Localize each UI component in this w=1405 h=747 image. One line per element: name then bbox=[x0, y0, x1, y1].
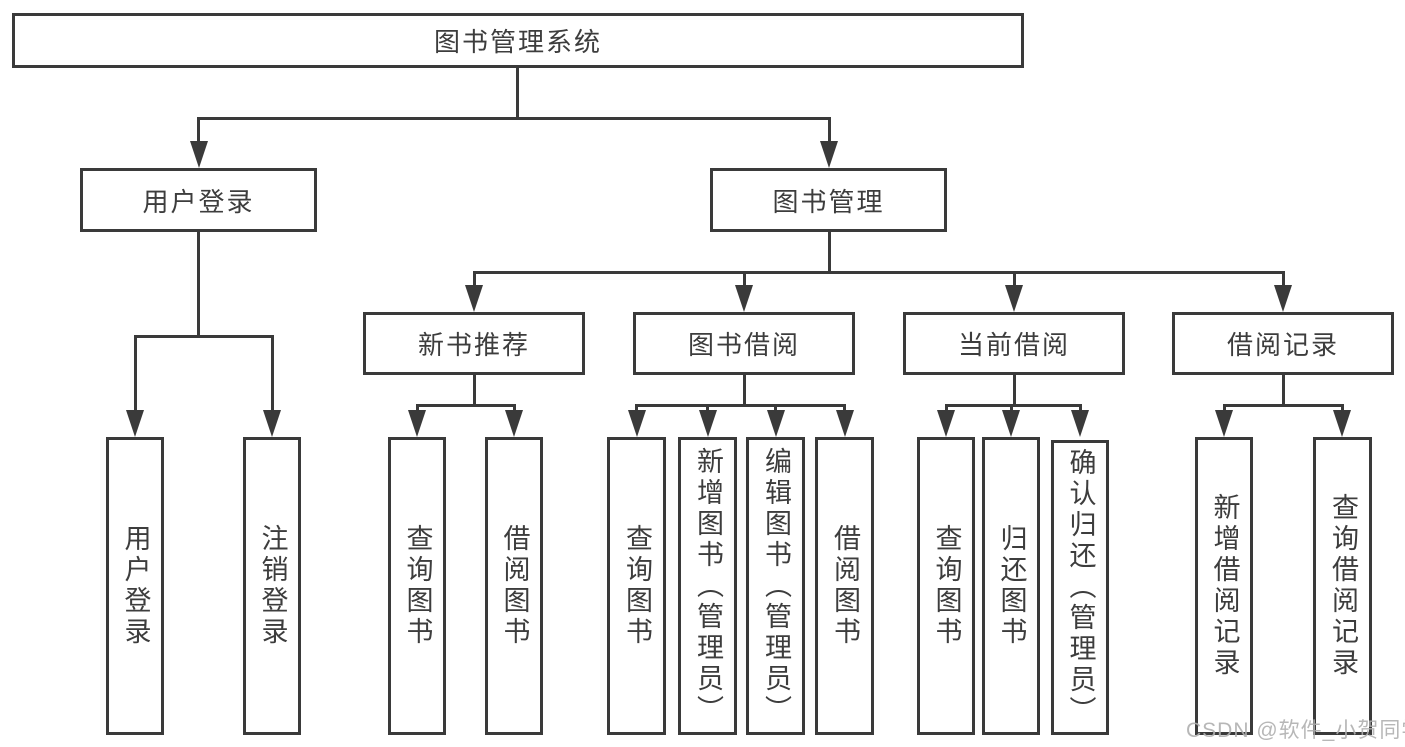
arrowhead bbox=[190, 141, 208, 168]
connector-line bbox=[706, 404, 709, 414]
arrowhead bbox=[465, 285, 483, 312]
leaf-return-book: 归还图书 bbox=[982, 437, 1040, 735]
connector-line bbox=[473, 271, 476, 288]
arrowhead bbox=[820, 141, 838, 168]
node-user-login-label: 用户登录 bbox=[142, 186, 255, 217]
leaf-label: 借阅图书 bbox=[830, 524, 860, 648]
leaf-query-books-current: 查询图书 bbox=[917, 437, 975, 735]
node-book-management: 图书管理 bbox=[710, 168, 947, 232]
connector-line bbox=[1079, 404, 1082, 414]
csdn-watermark: CSDN @软件_小贺同学 bbox=[1186, 719, 1405, 742]
leaf-add-book-admin: 新增图书（管理员） bbox=[678, 437, 737, 735]
connector-line bbox=[1010, 404, 1013, 414]
arrowhead bbox=[767, 410, 785, 437]
connector-line bbox=[134, 335, 137, 413]
arrowhead bbox=[1215, 410, 1233, 437]
leaf-label: 归还图书 bbox=[996, 524, 1027, 648]
connector-line bbox=[843, 404, 846, 414]
connector-line bbox=[197, 117, 200, 145]
connector-line bbox=[1282, 375, 1285, 406]
leaf-add-borrow-record: 新增借阅记录 bbox=[1195, 437, 1253, 735]
node-root: 图书管理系统 bbox=[12, 13, 1024, 68]
leaf-label: 查询借阅记录 bbox=[1328, 493, 1358, 679]
arrowhead bbox=[1071, 410, 1089, 437]
leaf-user-login: 用户登录 bbox=[106, 437, 164, 735]
connector-line bbox=[473, 375, 476, 406]
connector-line bbox=[828, 232, 831, 273]
leaf-label: 编辑图书（管理员） bbox=[761, 446, 791, 726]
leaf-label: 查询图书 bbox=[622, 524, 652, 648]
leaf-query-books-borrow: 查询图书 bbox=[607, 437, 666, 735]
node-root-label: 图书管理系统 bbox=[433, 27, 602, 57]
leaf-label: 新增图书（管理员） bbox=[693, 446, 723, 726]
node-current-borrow-label: 当前借阅 bbox=[957, 330, 1070, 360]
arrowhead bbox=[836, 410, 854, 437]
arrowhead bbox=[937, 410, 955, 437]
arrowhead bbox=[505, 410, 523, 437]
node-book-borrow: 图书借阅 bbox=[633, 312, 855, 375]
leaf-borrow-books-recommend: 借阅图书 bbox=[485, 437, 543, 735]
node-user-login: 用户登录 bbox=[80, 168, 317, 232]
leaf-label: 查询图书 bbox=[931, 524, 962, 648]
connector-line bbox=[635, 404, 638, 414]
connector-line bbox=[1223, 404, 1226, 414]
connector-line bbox=[513, 404, 516, 414]
leaf-label: 新增借阅记录 bbox=[1209, 493, 1240, 679]
leaf-borrow-books: 借阅图书 bbox=[815, 437, 874, 735]
leaf-label: 借阅图书 bbox=[499, 524, 530, 648]
leaf-label: 查询图书 bbox=[402, 524, 433, 648]
connector-line bbox=[516, 68, 519, 118]
connector-line bbox=[271, 335, 274, 413]
connector-line bbox=[134, 335, 274, 338]
arrowhead bbox=[408, 410, 426, 437]
node-current-borrow: 当前借阅 bbox=[903, 312, 1125, 375]
connector-line bbox=[945, 404, 948, 414]
connector-line bbox=[945, 404, 1082, 407]
connector-line bbox=[828, 117, 831, 145]
connector-line bbox=[416, 404, 419, 414]
connector-line bbox=[197, 117, 831, 120]
leaf-confirm-return-admin: 确认归还（管理员） bbox=[1051, 440, 1109, 735]
leaf-logout-label: 注销登录 bbox=[257, 524, 288, 648]
arrowhead bbox=[1333, 410, 1351, 437]
arrowhead bbox=[126, 410, 144, 437]
node-book-management-label: 图书管理 bbox=[772, 186, 885, 217]
arrowhead bbox=[1274, 285, 1292, 312]
arrowhead bbox=[699, 410, 717, 437]
leaf-user-login-label: 用户登录 bbox=[120, 524, 151, 648]
node-borrow-records-label: 借阅记录 bbox=[1226, 330, 1339, 360]
arrowhead bbox=[735, 285, 753, 312]
connector-line bbox=[1282, 271, 1285, 288]
leaf-label: 确认归还（管理员） bbox=[1065, 448, 1096, 727]
node-book-borrow-label: 图书借阅 bbox=[687, 330, 800, 360]
connector-line bbox=[774, 404, 777, 414]
leaf-query-books-recommend: 查询图书 bbox=[388, 437, 446, 735]
node-borrow-records: 借阅记录 bbox=[1172, 312, 1394, 375]
arrowhead bbox=[628, 410, 646, 437]
arrowhead bbox=[1002, 410, 1020, 437]
connector-line bbox=[197, 232, 200, 337]
connector-line bbox=[743, 271, 746, 288]
connector-line bbox=[743, 375, 746, 406]
arrowhead bbox=[1005, 285, 1023, 312]
connector-line bbox=[416, 404, 516, 407]
leaf-edit-book-admin: 编辑图书（管理员） bbox=[746, 437, 805, 735]
connector-line bbox=[1013, 375, 1016, 406]
connector-line bbox=[635, 404, 846, 407]
leaf-query-borrow-record: 查询借阅记录 bbox=[1313, 437, 1372, 735]
connector-line bbox=[1013, 271, 1016, 288]
arrowhead bbox=[263, 410, 281, 437]
connector-line bbox=[1223, 404, 1344, 407]
leaf-logout: 注销登录 bbox=[243, 437, 301, 735]
connector-line bbox=[473, 271, 1285, 274]
node-new-book-recommend: 新书推荐 bbox=[363, 312, 585, 375]
node-new-book-recommend-label: 新书推荐 bbox=[417, 330, 530, 360]
connector-line bbox=[1341, 404, 1344, 414]
